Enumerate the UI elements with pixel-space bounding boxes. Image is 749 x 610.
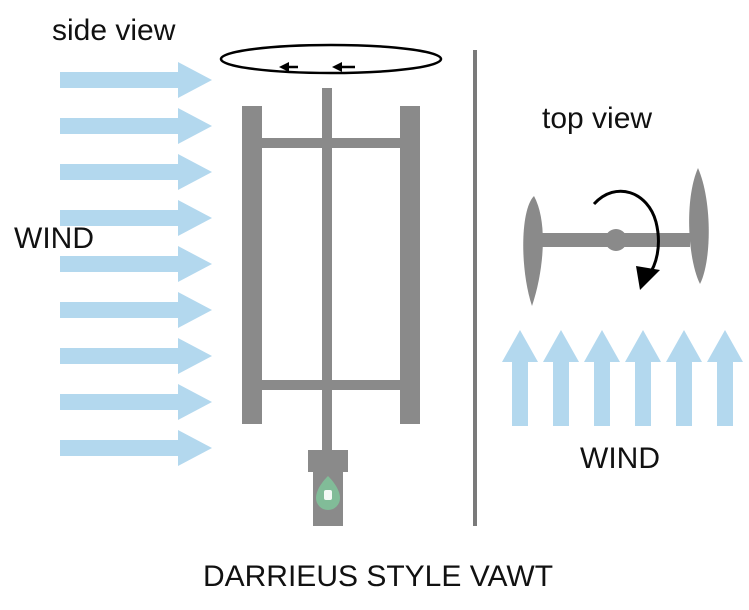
wind-arrow-icon — [60, 246, 212, 282]
wind-arrow-icon — [60, 62, 212, 98]
wind-arrow-icon — [584, 330, 620, 426]
wind-arrow-icon — [707, 330, 743, 426]
view-divider — [473, 50, 477, 526]
top-view-label: top view — [542, 102, 652, 135]
wind-arrow-icon — [60, 384, 212, 420]
bottom-crossbar — [242, 380, 420, 390]
wind-arrow-icon — [60, 430, 212, 466]
wind-arrows-right — [502, 330, 743, 426]
wind-arrow-icon — [625, 330, 661, 426]
turbine-top-view — [523, 168, 709, 306]
right-blade — [400, 106, 420, 424]
generator-cap — [308, 450, 348, 472]
curved-rotation-arrow-icon — [592, 189, 660, 290]
wind-arrows-left — [60, 62, 212, 466]
top-crossbar — [242, 138, 420, 148]
turbine-side-view — [242, 88, 420, 526]
wind-arrow-icon — [502, 330, 538, 426]
central-shaft — [322, 88, 332, 458]
ellipse-rotation-arrow-icon — [219, 43, 443, 75]
wind-arrow-icon — [60, 338, 212, 374]
wind-label-right: WIND — [580, 442, 660, 475]
wind-arrow-icon — [60, 200, 212, 236]
wind-arrow-icon — [543, 330, 579, 426]
leaf-plug-icon — [316, 476, 340, 510]
wind-arrow-icon — [60, 154, 212, 190]
top-view-right-blade — [689, 168, 709, 284]
wind-label-left: WIND — [14, 222, 94, 255]
top-view-hub — [605, 229, 627, 251]
left-blade — [242, 106, 262, 424]
top-view-left-blade — [523, 196, 543, 306]
wind-arrow-icon — [60, 292, 212, 328]
side-view-label: side view — [52, 14, 176, 47]
diagram-caption: DARRIEUS STYLE VAWT — [203, 560, 553, 593]
wind-arrow-icon — [666, 330, 702, 426]
wind-arrow-icon — [60, 108, 212, 144]
